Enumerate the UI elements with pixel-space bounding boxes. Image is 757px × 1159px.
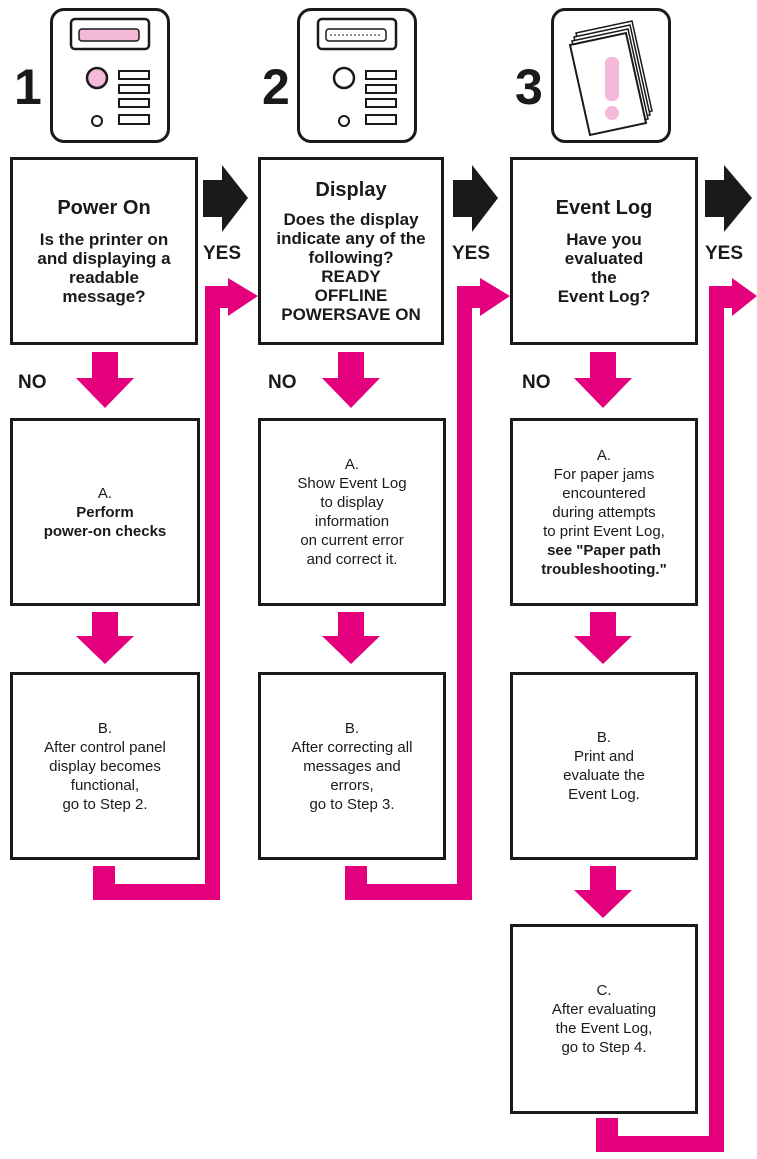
step-3-yes-label: YES xyxy=(705,243,744,264)
down-arrow-3b xyxy=(574,612,632,664)
return-path-2 xyxy=(345,278,510,900)
action-label: B. xyxy=(344,719,360,737)
action-label: A. xyxy=(97,484,113,502)
action-reference-text: see "Paper path troubleshooting." xyxy=(541,541,667,578)
action-label: A. xyxy=(596,446,612,464)
no-arrow-1 xyxy=(76,352,134,408)
action-text: After control panel display becomes func… xyxy=(44,738,166,813)
step-1-action-a: A. Perform power-on checks xyxy=(10,418,200,606)
yes-arrow-2 xyxy=(453,165,498,232)
step-1-question: Is the printer on and displaying a reada… xyxy=(37,229,171,306)
step-3-action-c: C. After evaluating the Event Log, go to… xyxy=(510,924,698,1114)
step-number-1: 1 xyxy=(14,59,42,115)
step-3-action-a: A. For paper jams encountered during att… xyxy=(510,418,698,606)
step-3-no-label: NO xyxy=(522,372,551,393)
action-text: Show Event Log to display information on… xyxy=(297,475,407,568)
yes-arrow-1 xyxy=(203,165,248,232)
no-arrow-3 xyxy=(574,352,632,408)
step-1-question-box: Power On Is the printer on and displayin… xyxy=(10,157,198,345)
step-3-question-box: Event Log Have you evaluated the Event L… xyxy=(510,157,698,345)
down-arrow-3c xyxy=(574,866,632,918)
step-3-action-b: B. Print and evaluate the Event Log. xyxy=(510,672,698,860)
no-arrow-2 xyxy=(322,352,380,408)
paper-stack-warning-icon xyxy=(551,8,671,143)
step-number-3: 3 xyxy=(515,59,543,115)
step-3-title: Event Log xyxy=(555,196,653,219)
action-text: After evaluating the Event Log, go to St… xyxy=(551,1001,657,1056)
step-number-2: 2 xyxy=(262,59,290,115)
step-2-question-box: Display Does the display indicate any of… xyxy=(258,157,444,345)
action-label: B. xyxy=(596,729,612,746)
step-1-action-b: B. After control panel display becomes f… xyxy=(10,672,200,860)
action-label: A. xyxy=(344,456,360,473)
down-arrow-1b xyxy=(76,612,134,664)
step-3-question: Have you evaluated the Event Log? xyxy=(557,229,651,306)
step-2-no-label: NO xyxy=(268,372,297,393)
down-arrow-2b xyxy=(322,612,380,664)
step-2-title: Display xyxy=(315,178,387,201)
step-2-action-b: B. After correcting all messages and err… xyxy=(258,672,446,860)
action-label: B. xyxy=(97,719,113,737)
yes-arrow-3 xyxy=(705,165,752,232)
printer-display-icon xyxy=(297,8,417,143)
printer-control-panel-icon xyxy=(50,8,170,143)
return-path-1 xyxy=(93,278,258,900)
step-1-yes-label: YES xyxy=(203,243,242,264)
step-1-no-label: NO xyxy=(18,372,47,393)
step-1-title: Power On xyxy=(57,196,151,219)
step-2-action-a: A. Show Event Log to display information… xyxy=(258,418,446,606)
action-text: For paper jams encountered during attemp… xyxy=(543,465,665,540)
action-text: Perform power-on checks xyxy=(43,503,167,540)
return-path-3 xyxy=(596,278,757,1152)
step-2-yes-label: YES xyxy=(452,243,491,264)
action-label: C. xyxy=(596,982,612,999)
action-text: Print and evaluate the Event Log. xyxy=(563,748,645,803)
step-2-question: Does the display indicate any of the fol… xyxy=(276,209,426,324)
action-text: After correcting all messages and errors… xyxy=(291,738,413,813)
